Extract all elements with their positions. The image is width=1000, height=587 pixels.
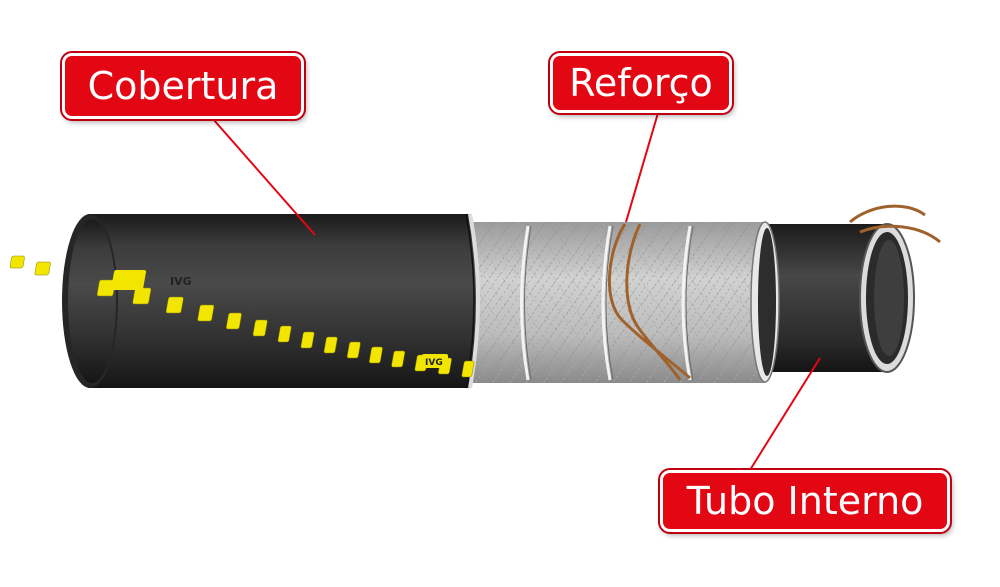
svg-text:IVG: IVG bbox=[425, 358, 443, 368]
inner-tube bbox=[760, 223, 915, 373]
reinforcement-label: Reforço bbox=[550, 53, 732, 113]
svg-text:IVG: IVG bbox=[170, 275, 192, 288]
reinforcement-leader bbox=[625, 112, 659, 223]
leader-lines bbox=[212, 112, 821, 471]
ivg-logo-small: IVG bbox=[422, 354, 448, 368]
cover-layer: IVG IVG bbox=[9, 213, 480, 389]
inner-tube-leader bbox=[749, 357, 821, 471]
cover-leader bbox=[212, 118, 316, 236]
reinforcement-layer bbox=[454, 221, 780, 384]
inner-tube-label: Tubo Interno bbox=[660, 470, 950, 532]
cover-label: Cobertura bbox=[62, 53, 304, 119]
ivg-logo: IVG bbox=[111, 270, 192, 290]
helix-wire-ends bbox=[849, 204, 941, 244]
